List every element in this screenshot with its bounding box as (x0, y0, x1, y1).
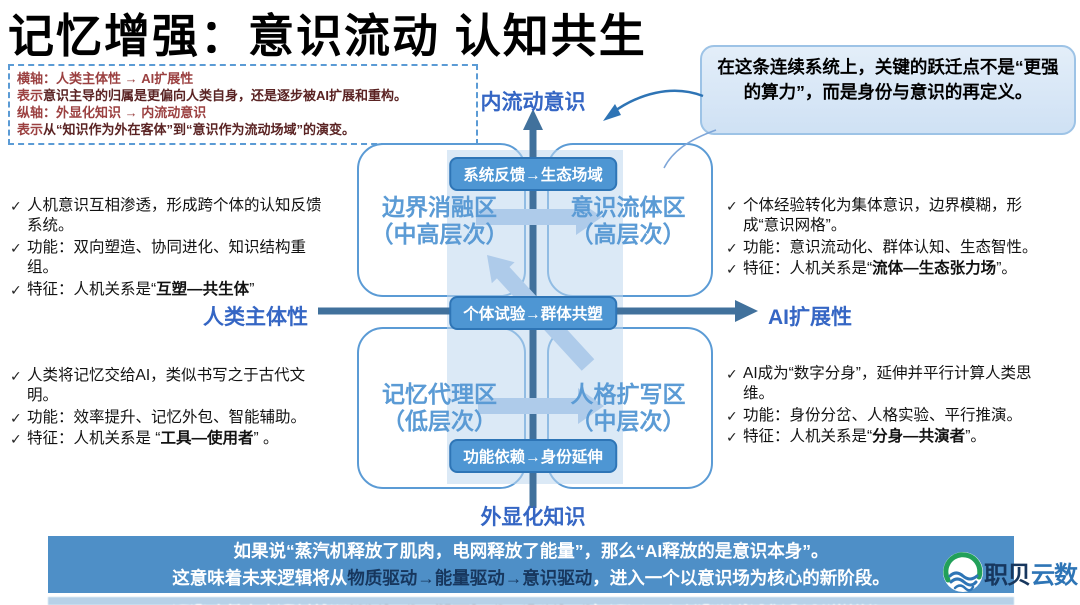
quadrant-level: （中高层次） (370, 221, 509, 248)
axis-label-bottom: 外显化知识 (480, 506, 586, 529)
right-arrowhead-icon (735, 300, 758, 322)
logo-swirl-icon (943, 552, 983, 592)
note-block-bottom-right: ✓AI成为“数字分身”，延伸并平行计算人类思维。✓功能：身份分岔、人格实验、平行… (726, 364, 1038, 449)
transition-pill-bottom: 功能依赖→身份延伸 (449, 439, 617, 473)
quadrant-label-bottom-left: 记忆代理区 （低层次） (352, 381, 527, 435)
note-item: ✓特征：人机关系是 “工具—使用者” 。 (10, 429, 336, 449)
note-block-top-left: ✓人机意识互相渗透，形成跨个体的认知反馈系统。✓功能：双向塑造、协同进化、知识结… (10, 196, 336, 301)
quadrant-label-bottom-right: 人格扩写区 （中层次） (542, 381, 714, 435)
quadrant-label-top-right: 意识流体区 （高层次） (542, 194, 714, 248)
check-icon: ✓ (10, 409, 22, 426)
quadrant-level: （低层次） (382, 408, 497, 435)
axis-note-box: 横轴：人类主体性 → AI扩展性表示意识主导的归属是更偏向人类自身，还是逐步被A… (8, 64, 478, 145)
check-icon: ✓ (10, 368, 22, 384)
axis-label-left: 人类主体性 (203, 306, 308, 329)
banner: 如果说“蒸汽机释放了肌肉，电网释放了能量”，那么“AI释放的是意识本身”。 这意… (48, 597, 1014, 605)
quadrant-label-top-left: 边界消融区 （中高层次） (352, 194, 527, 248)
axis-label-right: AI扩展性 (768, 306, 852, 329)
banner-line2: 这意味着未来逻辑将从物质驱动→能量驱动→意识驱动，进入一个以意识场为核心的新阶段… (48, 599, 1014, 605)
transition-pill-middle: 个体试验→群体共塑 (449, 296, 617, 330)
check-icon: ✓ (726, 366, 738, 382)
banner-reflection: 如果说“蒸汽机释放了肌肉，电网释放了能量”，那么“AI释放的是意识本身”。 这意… (48, 597, 1014, 605)
page-title: 记忆增强：意识流动 认知共生 (8, 10, 647, 62)
quadrant-name: 边界消融区 (382, 194, 497, 220)
callout-bubble: 在这条连续系统上，关键的跃迁点不是“更强的算力”，而是身份与意识的再定义。 (700, 45, 1076, 135)
note-item: ✓AI成为“数字分身”，延伸并平行计算人类思维。 (726, 364, 1038, 405)
note-item: ✓特征：人机关系是“分身—共演者”。 (726, 427, 1038, 447)
note-item: ✓个体经验转化为集体意识，边界模糊，形成“意识网格”。 (726, 196, 1038, 237)
note-item: ✓功能：双向塑造、协同进化、知识结构重组。 (10, 238, 336, 279)
check-icon: ✓ (726, 198, 738, 214)
logo-text-2: 云数 (1030, 552, 1078, 592)
check-icon: ✓ (10, 239, 22, 256)
banner: 如果说“蒸汽机释放了肌肉，电网释放了能量”，那么“AI释放的是意识本身”。 这意… (48, 536, 1014, 593)
banner-line1: 如果说“蒸汽机释放了肌肉，电网释放了能量”，那么“AI释放的是意识本身”。 (233, 541, 829, 562)
check-icon: ✓ (726, 407, 738, 424)
check-icon: ✓ (726, 239, 738, 256)
check-icon: ✓ (10, 281, 22, 298)
note-item: ✓功能：意识流动化、群体认知、生态智性。 (726, 238, 1038, 258)
quadrant-name: 人格扩写区 (570, 381, 686, 407)
check-icon: ✓ (726, 429, 738, 446)
transition-pill-top: 系统反馈→生态场域 (449, 157, 617, 191)
quadrant-level: （中层次） (570, 408, 686, 435)
note-item: ✓特征：人机关系是“流体—生态张力场”。 (726, 259, 1038, 279)
quadrant-level: （高层次） (570, 221, 686, 248)
axis-label-top: 内流动意识 (480, 91, 586, 114)
logo-text-1: 职贝 (984, 561, 1031, 589)
quadrant-name: 记忆代理区 (382, 381, 497, 407)
quadrant-name: 意识流体区 (570, 194, 686, 220)
note-item: ✓功能：身份分岔、人格实验、平行推演。 (726, 406, 1038, 426)
note-item: ✓人机意识互相渗透，形成跨个体的认知反馈系统。 (10, 196, 336, 237)
note-block-bottom-left: ✓人类将记忆交给AI，类似书写之于古代文明。✓功能：效率提升、记忆外包、智能辅助… (10, 366, 336, 451)
note-block-top-right: ✓个体经验转化为集体意识，边界模糊，形成“意识网格”。✓功能：意识流动化、群体认… (726, 196, 1038, 281)
check-icon: ✓ (10, 198, 22, 214)
check-icon: ✓ (10, 431, 22, 448)
note-item: ✓功能：效率提升、记忆外包、智能辅助。 (10, 408, 336, 428)
check-icon: ✓ (726, 261, 738, 278)
banner-line2: 这意味着未来逻辑将从物质驱动→能量驱动→意识驱动，进入一个以意识场为核心的新阶段… (172, 567, 890, 588)
note-item: ✓特征：人机关系是“互塑—共生体” (10, 280, 336, 300)
logo: 职贝云数 (942, 551, 1078, 593)
note-item: ✓人类将记忆交给AI，类似书写之于古代文明。 (10, 366, 336, 407)
